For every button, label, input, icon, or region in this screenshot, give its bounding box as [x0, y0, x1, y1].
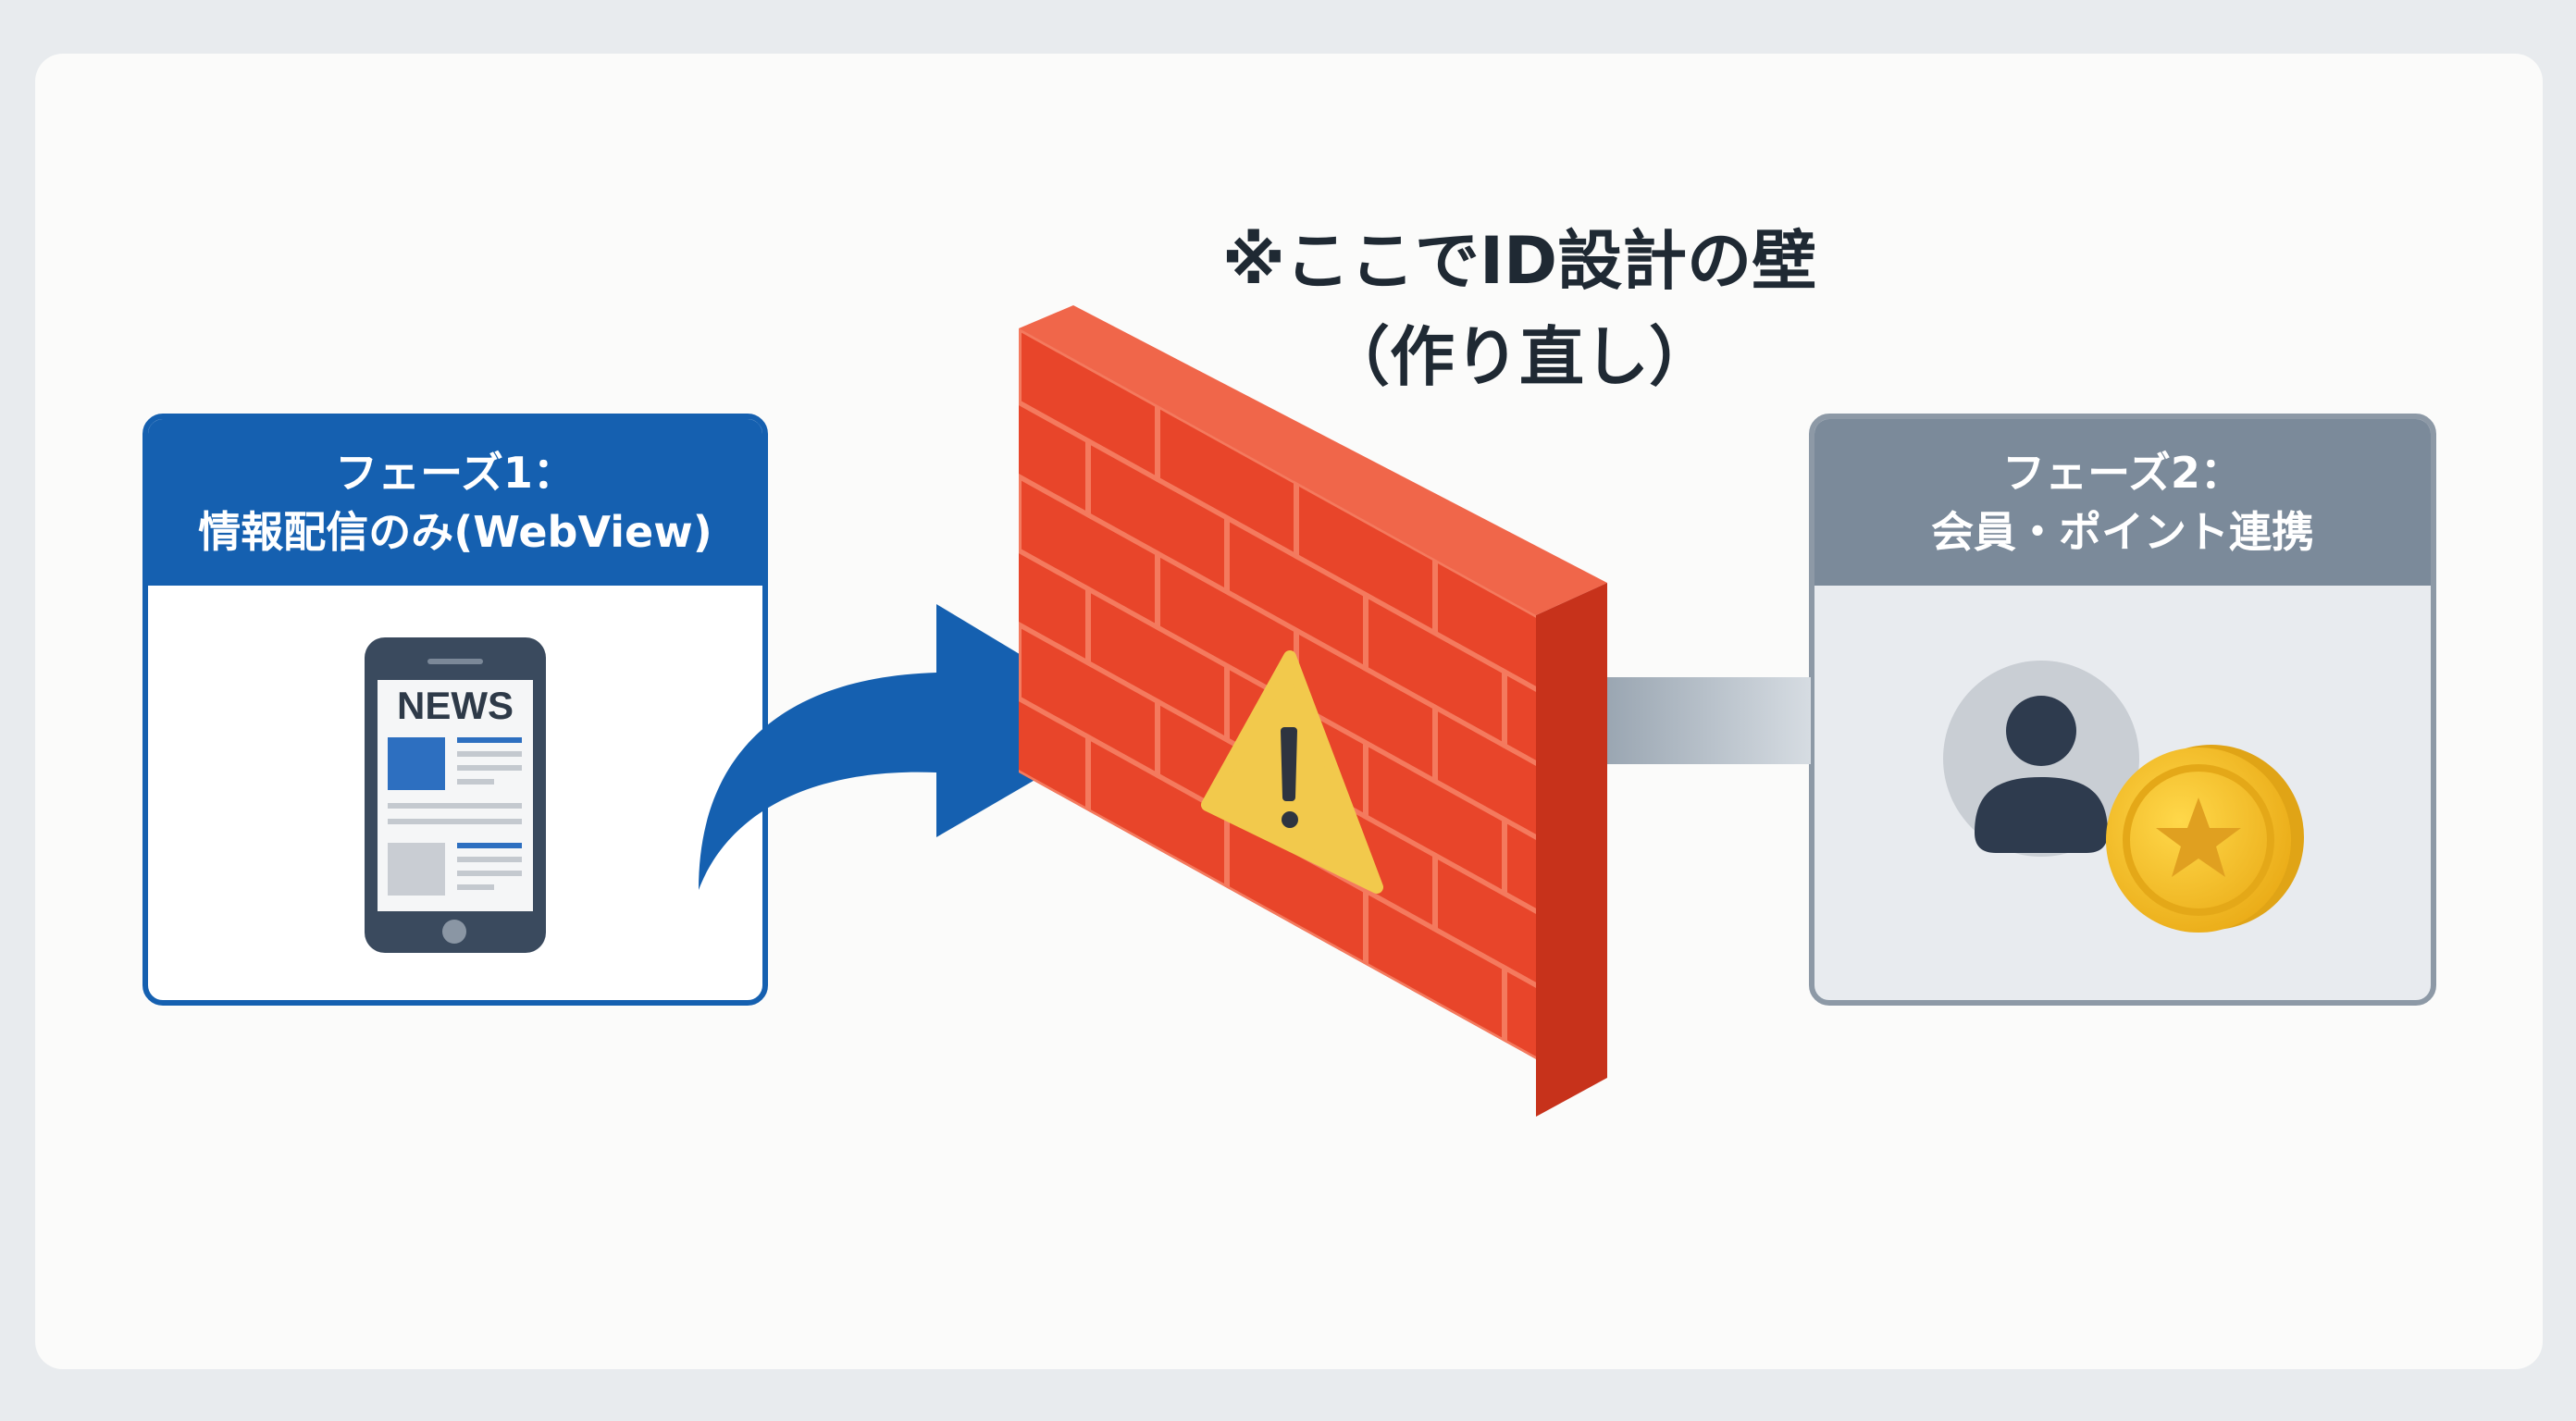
wall-caption: ※ここでID設計の壁 （作り直し） [1057, 213, 1982, 405]
wall-caption-line1: ※ここでID設計の壁 [1221, 223, 1817, 299]
connector-bar [1607, 677, 1811, 764]
phase1-title: フェーズ1： [335, 448, 576, 498]
phase2-header: フェーズ2： 会員・ポイント連携 [1814, 419, 2431, 586]
phase2-title: フェーズ2： [2002, 448, 2243, 498]
wall-caption-line2: （作り直し） [1325, 319, 1714, 395]
phase1-header: フェーズ1： 情報配信のみ(WebView) [148, 419, 762, 586]
brick [1502, 963, 1536, 1059]
phone-news-icon: NEWS [365, 637, 546, 953]
brick [1502, 667, 1536, 827]
phone-news-label: NEWS [397, 684, 514, 727]
phase1-subtitle: 情報配信のみ(WebView) [198, 507, 712, 557]
phase2-box: フェーズ2： 会員・ポイント連携 [1809, 414, 2436, 1006]
warning-icon [1201, 650, 1383, 894]
brick [1502, 815, 1536, 975]
member-icon [1943, 661, 2139, 857]
phase2-subtitle: 会員・ポイント連携 [1931, 507, 2314, 557]
point-coin-icon [2106, 745, 2304, 933]
phase1-box: フェーズ1： 情報配信のみ(WebView) [142, 414, 768, 1006]
